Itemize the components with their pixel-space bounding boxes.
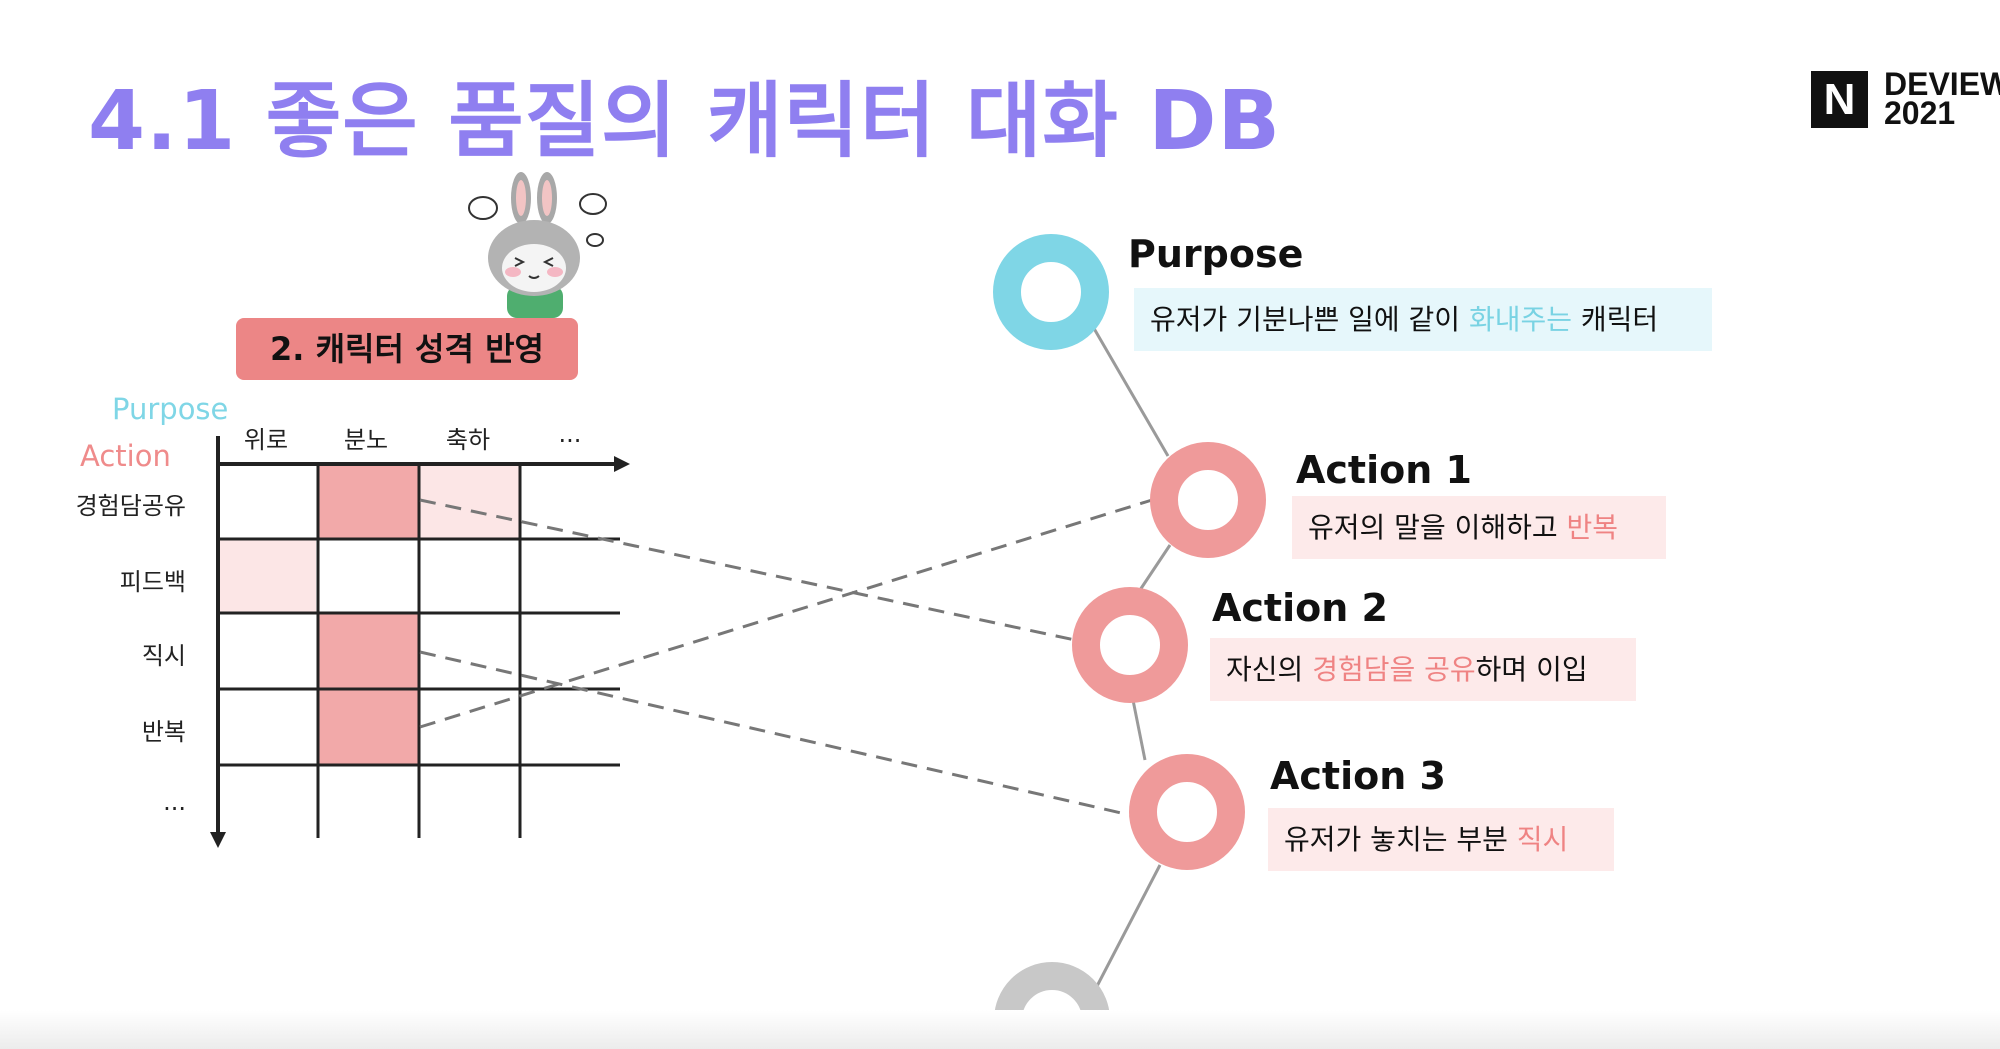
cell-feedback-comfort [220, 540, 316, 612]
purpose-desc-highlight: 화내주는 [1468, 303, 1573, 336]
logo-line-2: 2021 [1884, 95, 1956, 131]
row-header-confront: 직시 [141, 642, 186, 670]
action-2-label: Action 2 [1212, 586, 1388, 630]
action-3-label: Action 3 [1270, 754, 1446, 798]
action-3-desc-text: 유저가 놓치는 부분 [1284, 823, 1517, 856]
action-1-description: 유저의 말을 이해하고 반복 [1292, 496, 1666, 559]
action-3-description: 유저가 놓치는 부분 직시 [1268, 808, 1614, 871]
chain-connectors [1090, 324, 1172, 991]
action-3-node-icon [1129, 754, 1245, 870]
deview-logo-text: DEVIEW 2021 [1884, 66, 2000, 131]
purpose-label: Purpose [1128, 232, 1304, 276]
cell-confront-anger [318, 614, 418, 688]
action-1-node-icon [1150, 442, 1266, 558]
purpose-node-icon [993, 234, 1109, 350]
column-header-more: ... [558, 420, 582, 448]
rabbit-mascot-icon [468, 172, 607, 318]
column-header-congrats: 축하 [445, 426, 491, 454]
row-header-feedback: 피드백 [119, 568, 186, 596]
action-2-desc-highlight: 경험담을 공유 [1312, 653, 1476, 686]
matrix-axes [210, 436, 630, 848]
purpose-axis-label: Purpose [112, 392, 229, 426]
action-1-desc-highlight: 반복 [1566, 511, 1619, 544]
cell-repeat-anger [318, 690, 418, 764]
row-header-experience-share: 경험담공유 [75, 492, 186, 520]
cell-experience-anger [318, 466, 418, 538]
y-axis-arrow-icon [210, 832, 226, 848]
purpose-desc-text: 유저가 기분나쁜 일에 같이 [1150, 303, 1469, 336]
naver-logo-icon: N [1811, 71, 1868, 128]
x-axis-arrow-icon [614, 456, 630, 472]
purpose-desc-tail: 캐릭터 [1572, 303, 1659, 336]
column-header-comfort: 위로 [243, 426, 289, 454]
action-1-label: Action 1 [1296, 448, 1472, 492]
bottom-shade [0, 1010, 2000, 1049]
purpose-description: 유저가 기분나쁜 일에 같이 화내주는 캐릭터 [1134, 288, 1712, 351]
action-2-desc-text: 자신의 [1226, 653, 1313, 686]
action-1-desc-text: 유저의 말을 이해하고 [1308, 511, 1567, 544]
action-3-desc-highlight: 직시 [1516, 823, 1569, 856]
logo-line-1: DEVIEW [1884, 66, 2000, 102]
row-header-more: ... [163, 788, 186, 816]
action-axis-label: Action [80, 439, 171, 473]
row-header-repeat: 반복 [141, 718, 186, 746]
mapping-lines [419, 498, 1153, 817]
action-2-description: 자신의 경험담을 공유하며 이입 [1210, 638, 1636, 701]
slide-title: 4.1 좋은 품질의 캐릭터 대화 DB [88, 74, 1281, 169]
matrix-grid [218, 465, 620, 838]
character-personality-badge: 2. 캐릭터 성격 반영 [236, 318, 578, 380]
action-2-node-icon [1072, 587, 1188, 703]
action-2-desc-tail: 하며 이입 [1475, 653, 1588, 686]
cell-experience-congrats [420, 466, 520, 538]
column-header-anger: 분노 [343, 426, 389, 454]
